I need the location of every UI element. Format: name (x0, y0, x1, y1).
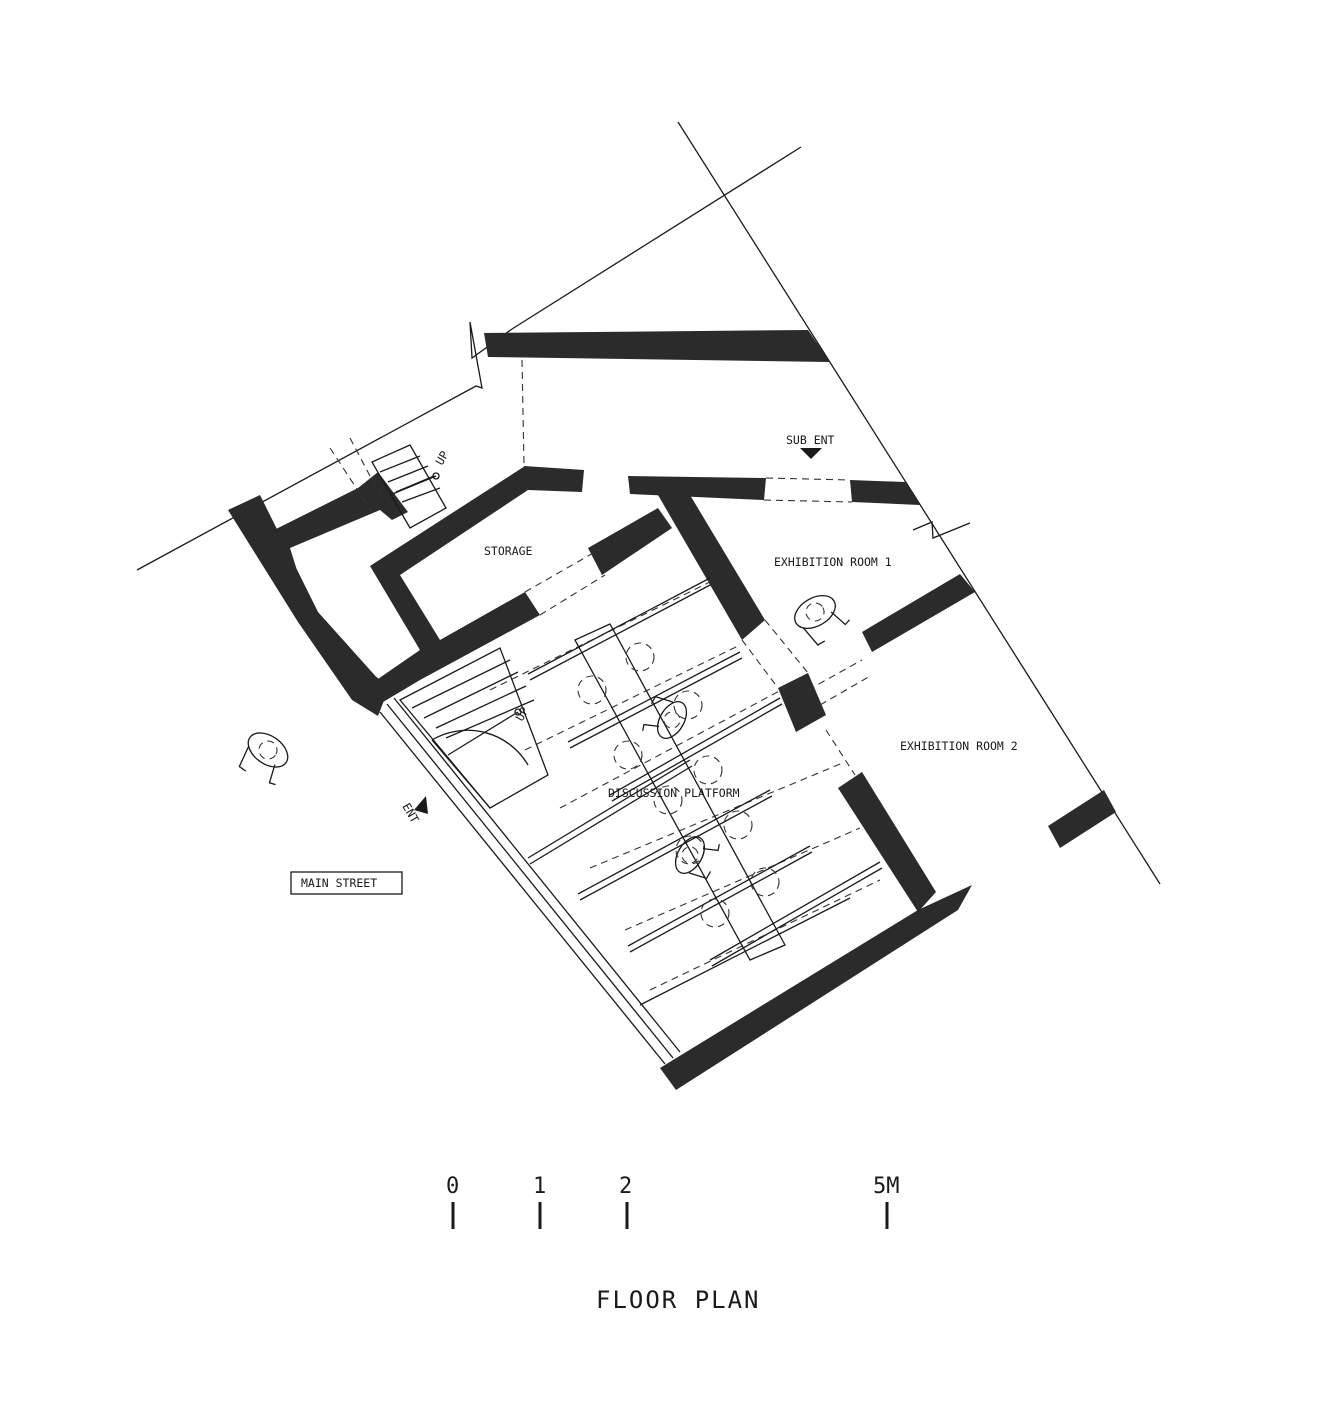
exhibition-room-2-label: EXHIBITION ROOM 2 (900, 739, 1018, 753)
dashed-lines (329, 359, 881, 991)
lower-stair-up-label: UP (512, 704, 531, 723)
drawing-title: FLOOR PLAN (596, 1286, 761, 1314)
person-figure-platform-2 (674, 836, 720, 880)
main-street-box (290, 871, 403, 895)
upper-stair (371, 444, 447, 529)
main-street-label: MAIN STREET (301, 876, 377, 890)
sub-entrance-arrow (800, 448, 822, 459)
main-entrance-label: ENT (399, 801, 422, 826)
main-entrance-arrow (414, 796, 428, 814)
scale-bar: 0 1 2 5M (446, 1174, 900, 1229)
exhibition-room-1-label: EXHIBITION ROOM 1 (774, 555, 892, 569)
sub-entrance-label: SUB ENT (786, 433, 835, 447)
person-figure-exhibition (794, 594, 851, 646)
person-figure-platform-1 (642, 695, 688, 739)
scale-tick-label-1: 1 (533, 1174, 546, 1199)
discussion-platform-label: DISCUSSION PLATFORM (608, 786, 740, 800)
platform-slats (527, 577, 883, 1006)
storage-label: STORAGE (484, 544, 533, 558)
site-boundary (136, 121, 1161, 1065)
lower-stair (398, 647, 549, 809)
walls (228, 330, 1116, 1090)
upper-stair-up-label: UP (432, 448, 451, 467)
discussion-table (574, 623, 786, 961)
scale-tick-label-5m: 5M (873, 1174, 900, 1199)
scale-tick-label-2: 2 (619, 1174, 632, 1199)
person-figure-street (238, 732, 289, 786)
stools (577, 642, 780, 928)
scale-tick-label-0: 0 (446, 1174, 459, 1199)
